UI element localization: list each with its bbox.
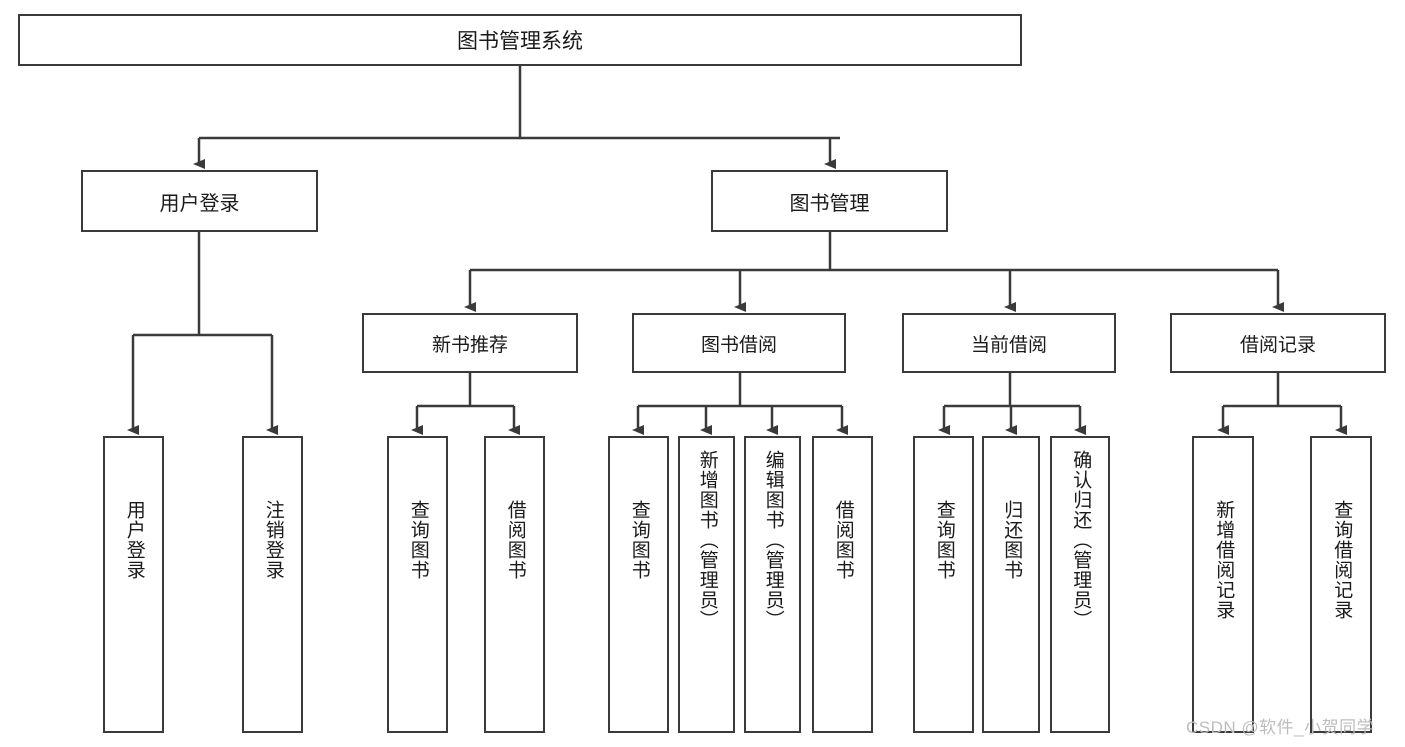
node-label: 确认归还（管理员） <box>1070 450 1092 630</box>
node-label: 注销登录 <box>262 500 284 580</box>
node-leaf-bookborrow-query-books[interactable]: 查询图书 <box>608 436 669 733</box>
node-label: 图书管理 <box>789 192 870 215</box>
node-label: 查询图书 <box>407 500 429 580</box>
node-label: 借阅记录 <box>1239 334 1316 356</box>
node-new-book-recommend[interactable]: 新书推荐 <box>362 313 578 373</box>
node-leaf-borrowrecord-query-record[interactable]: 查询借阅记录 <box>1310 436 1372 733</box>
node-book-management[interactable]: 图书管理 <box>711 170 948 232</box>
node-leaf-bookborrow-edit-book-admin[interactable]: 编辑图书（管理员） <box>744 436 801 733</box>
node-leaf-currentborrow-query-books[interactable]: 查询图书 <box>913 436 974 733</box>
node-label: 查询图书 <box>933 500 955 580</box>
node-label: 归还图书 <box>1001 500 1023 580</box>
node-label: 借阅图书 <box>504 500 526 580</box>
node-leaf-logout[interactable]: 注销登录 <box>242 436 303 733</box>
node-leaf-borrowrecord-add-record[interactable]: 新增借阅记录 <box>1192 436 1254 733</box>
node-label: 用户登录 <box>123 500 145 580</box>
node-label: 新书推荐 <box>431 334 508 356</box>
node-user-login[interactable]: 用户登录 <box>81 170 318 232</box>
node-root-book-management-system[interactable]: 图书管理系统 <box>18 14 1022 66</box>
node-leaf-currentborrow-confirm-return-admin[interactable]: 确认归还（管理员） <box>1050 436 1110 733</box>
csdn-watermark: CSDN @软件_小贺同学 <box>1186 718 1375 737</box>
node-label: 当前借阅 <box>970 334 1047 356</box>
node-label: 新增借阅记录 <box>1213 500 1235 620</box>
node-label: 用户登录 <box>159 192 240 215</box>
node-leaf-bookborrow-borrow-books[interactable]: 借阅图书 <box>812 436 873 733</box>
node-label: 查询借阅记录 <box>1331 500 1353 620</box>
node-label: 编辑图书（管理员） <box>762 450 784 630</box>
node-label: 借阅图书 <box>832 500 854 580</box>
node-leaf-newbook-query-books[interactable]: 查询图书 <box>387 436 448 733</box>
node-label: 新增图书（管理员） <box>696 450 718 630</box>
node-label: 查询图书 <box>628 500 650 580</box>
node-label: 图书管理系统 <box>457 30 583 53</box>
node-leaf-newbook-borrow-books[interactable]: 借阅图书 <box>484 436 545 733</box>
node-label: 图书借阅 <box>700 334 777 356</box>
node-borrow-record[interactable]: 借阅记录 <box>1170 313 1386 373</box>
node-leaf-user-login[interactable]: 用户登录 <box>103 436 164 733</box>
node-book-borrow[interactable]: 图书借阅 <box>632 313 846 373</box>
node-leaf-bookborrow-add-book-admin[interactable]: 新增图书（管理员） <box>678 436 735 733</box>
node-leaf-currentborrow-return-books[interactable]: 归还图书 <box>982 436 1040 733</box>
node-current-borrow[interactable]: 当前借阅 <box>902 313 1116 373</box>
